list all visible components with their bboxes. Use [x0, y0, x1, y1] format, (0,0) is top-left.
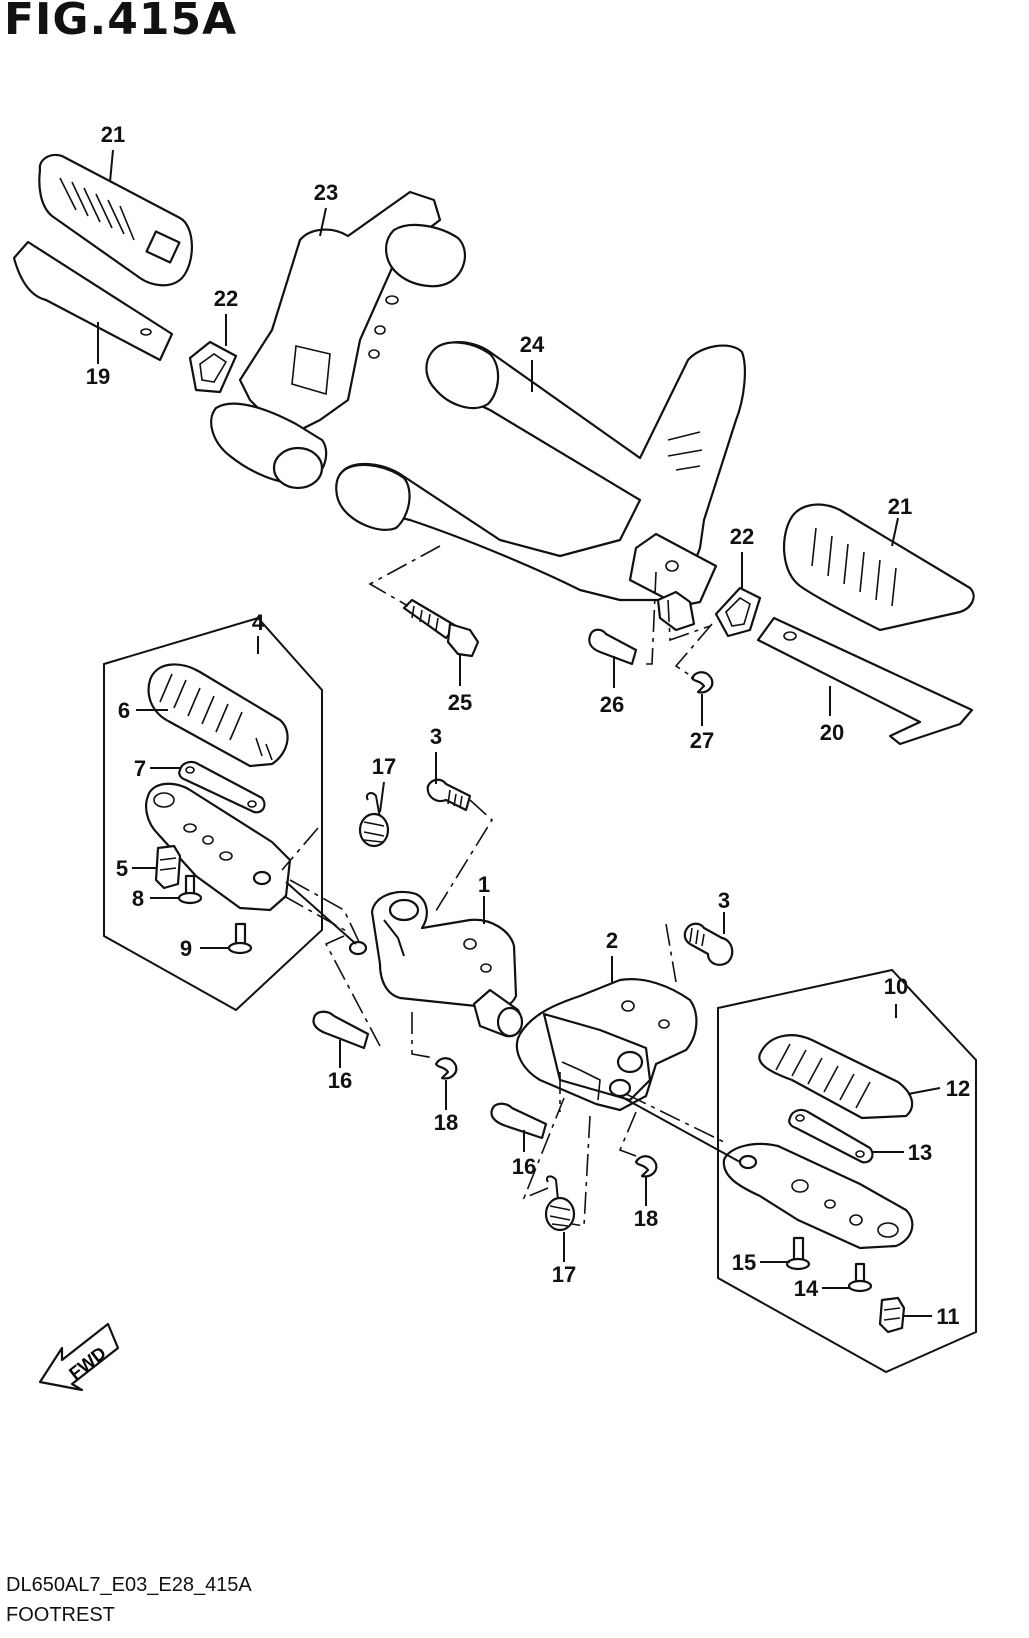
callout-23: 23	[314, 180, 338, 205]
screw-15[interactable]	[785, 1236, 811, 1271]
callout-7: 7	[134, 756, 146, 781]
callout-20: 20	[820, 720, 844, 745]
footrest-rubber-left-21[interactable]	[38, 153, 193, 287]
callout-21-right: 21	[888, 494, 912, 519]
clip-18-left[interactable]	[434, 1057, 458, 1080]
footrest-10[interactable]	[722, 1142, 914, 1250]
fwd-arrow-icon: FWD	[38, 1322, 120, 1392]
figure-title: FIG.415A	[4, 0, 238, 45]
callout-11: 11	[936, 1304, 959, 1329]
spring-17-upper[interactable]	[358, 792, 390, 848]
callout-4: 4	[252, 610, 265, 635]
assembly-box-10	[717, 968, 977, 1374]
callout-15: 15	[732, 1250, 756, 1275]
footrest-bracket-23[interactable]	[210, 190, 467, 490]
callout-16-left: 16	[328, 1068, 352, 1093]
nut-11[interactable]	[878, 1296, 906, 1334]
damper-left-22[interactable]	[188, 340, 238, 394]
callout-22-left: 22	[214, 286, 238, 311]
callout-24: 24	[520, 332, 545, 357]
callout-3-upper: 3	[430, 724, 442, 749]
callout-6: 6	[118, 698, 130, 723]
footrest-plate-right-20[interactable]	[756, 616, 974, 746]
bracket-1[interactable]	[348, 890, 524, 1038]
pin-26[interactable]	[588, 628, 638, 666]
footrest-rubber-12[interactable]	[758, 1034, 914, 1120]
callout-14: 14	[794, 1276, 819, 1301]
bolt-3-upper[interactable]	[426, 778, 472, 812]
callout-1: 1	[478, 872, 490, 897]
footrest-rubber-right-21[interactable]	[783, 503, 975, 632]
screw-9[interactable]	[227, 922, 253, 955]
bracket-2[interactable]	[515, 978, 698, 1112]
screw-8[interactable]	[177, 874, 203, 905]
callout-22-right: 22	[730, 524, 754, 549]
screw-14[interactable]	[847, 1262, 873, 1293]
callout-19: 19	[86, 364, 110, 389]
callout-17-lower: 17	[552, 1262, 576, 1287]
section-name: FOOTREST	[6, 1604, 115, 1626]
footrest-rubber-6[interactable]	[147, 663, 289, 768]
callout-12: 12	[946, 1076, 970, 1101]
callout-26: 26	[600, 692, 624, 717]
leader-lines	[97, 149, 941, 1317]
callout-8: 8	[132, 886, 144, 911]
assembly-box-4	[103, 616, 323, 1012]
clip-27[interactable]	[690, 671, 714, 694]
callout-18-right: 18	[634, 1206, 658, 1231]
clip-18-right[interactable]	[634, 1155, 658, 1178]
callout-9: 9	[180, 936, 192, 961]
model-code: DL650AL7_E03_E28_415A	[6, 1574, 252, 1596]
callout-2: 2	[606, 928, 618, 953]
callout-13: 13	[908, 1140, 932, 1165]
footrest-4[interactable]	[145, 782, 292, 912]
pin-16-right[interactable]	[490, 1102, 548, 1140]
nut-5[interactable]	[154, 844, 182, 890]
callout-18-left: 18	[434, 1110, 458, 1135]
callout-17-upper: 17	[372, 754, 396, 779]
spring-17-lower[interactable]	[544, 1175, 576, 1232]
callout-16-right: 16	[512, 1154, 536, 1179]
callout-27: 27	[690, 728, 714, 753]
plate-7[interactable]	[178, 760, 266, 814]
callout-10: 10	[884, 974, 908, 999]
callout-25: 25	[448, 690, 472, 715]
callout-21-left: 21	[101, 122, 125, 147]
callout-3-lower: 3	[718, 888, 730, 913]
bolt-3-lower[interactable]	[683, 922, 734, 966]
footrest-bracket-24[interactable]	[335, 341, 746, 632]
bolt-25[interactable]	[402, 598, 480, 658]
pin-16-left[interactable]	[312, 1010, 370, 1050]
plate-13[interactable]	[788, 1108, 874, 1164]
footrest-plate-left-19[interactable]	[12, 240, 174, 362]
callout-5: 5	[116, 856, 128, 881]
damper-right-22[interactable]	[714, 586, 762, 638]
